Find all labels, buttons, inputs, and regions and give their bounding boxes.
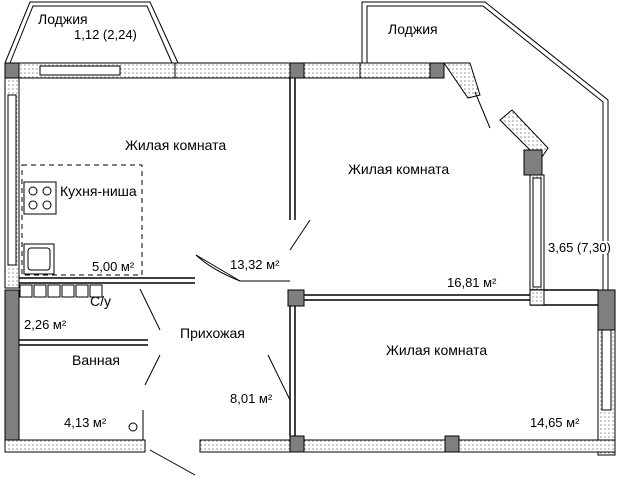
- angled-wall: [443, 62, 549, 176]
- label-kitchen: Кухня-ниша: [60, 183, 137, 199]
- area-toilet: 2,26 м²: [24, 317, 67, 332]
- label-loggia-left: Лоджия: [38, 11, 88, 27]
- label-bathroom: Ванная: [72, 352, 120, 368]
- drain-icon: [128, 422, 138, 432]
- door-swings: [139, 219, 311, 476]
- label-loggia-right: Лоджия: [388, 21, 438, 37]
- area-room-right: 16,81 м²: [447, 275, 497, 290]
- left-wall: [4, 77, 20, 451]
- column-right: [529, 289, 545, 306]
- interior-walls: [19, 78, 598, 436]
- sink-icon: [23, 243, 55, 275]
- label-toilet: С/у: [90, 293, 111, 309]
- area-bathroom: 4,13 м²: [64, 415, 107, 430]
- label-room-right: Жилая комната: [348, 161, 450, 177]
- label-room-bottom: Жилая комната: [386, 342, 488, 358]
- area-room-bottom: 14,65 м²: [530, 415, 580, 430]
- label-hall: Прихожая: [180, 325, 245, 341]
- left-loggia: [4, 1, 179, 64]
- column: [287, 289, 305, 307]
- area-kitchen: 5,00 м²: [92, 259, 135, 274]
- area-loggia-left: 1,12 (2,24): [74, 27, 137, 42]
- stove-icon: [23, 181, 57, 215]
- bottom-wall: [4, 435, 616, 453]
- label-room-main: Жилая комната: [125, 137, 227, 153]
- right-wall: [529, 174, 616, 456]
- area-room-main: 13,32 м²: [230, 257, 280, 272]
- utility-boxes: [19, 284, 103, 298]
- area-hall: 8,01 м²: [230, 391, 273, 406]
- kitchen-niche-outline: [21, 164, 143, 276]
- area-loggia-right: 3,65 (7,30): [548, 240, 611, 255]
- right-loggia: [361, 1, 609, 295]
- top-wall: [4, 62, 445, 79]
